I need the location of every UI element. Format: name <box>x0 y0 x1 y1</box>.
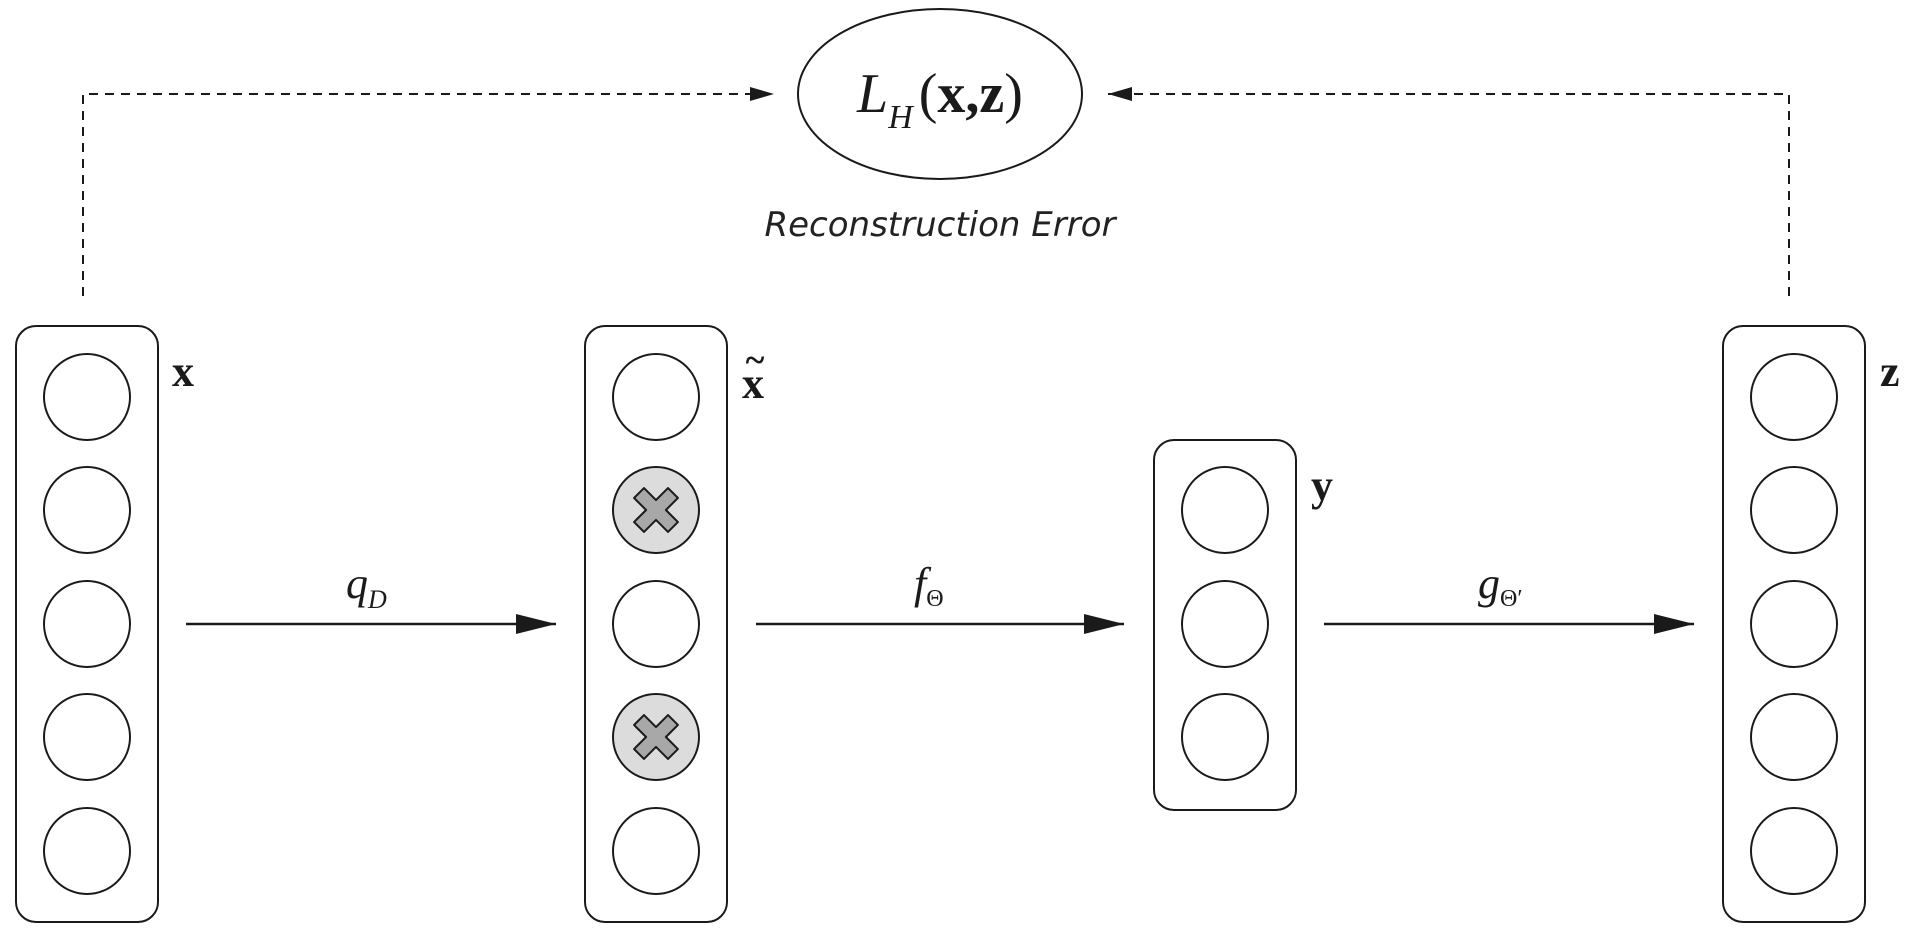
corrupted-layer-unit <box>612 580 700 668</box>
corrupted-layer-label: x <box>742 359 764 408</box>
hidden-unit <box>1181 580 1269 668</box>
encoder-label: fΘ <box>914 559 944 612</box>
input-unit <box>43 693 131 781</box>
input-to-loss-dashed-arrow <box>82 87 774 296</box>
loss-open-paren: ( <box>919 63 938 125</box>
hidden-unit <box>1181 466 1269 554</box>
output-unit <box>1750 580 1838 668</box>
output-unit <box>1750 807 1838 895</box>
decoder-label: gΘ′ <box>1478 559 1523 612</box>
input-layer-label: x <box>172 347 194 396</box>
corrupted-layer-unit <box>612 353 700 441</box>
corrupted-layer: x ~ <box>584 325 765 923</box>
corruption-label: qD <box>346 559 387 614</box>
loss-comma: , <box>965 63 979 125</box>
output-layer: z <box>1722 325 1900 923</box>
cross-icon <box>633 487 679 533</box>
cross-icon <box>633 714 679 760</box>
hidden-layer: y <box>1153 439 1333 811</box>
input-unit <box>43 353 131 441</box>
corrupted-layer-label-tilde: ~ <box>746 340 765 380</box>
input-unit <box>43 807 131 895</box>
loss-symbol: L <box>856 63 888 125</box>
input-unit <box>43 580 131 668</box>
output-unit <box>1750 353 1838 441</box>
input-layer: x <box>15 325 194 923</box>
loss-ellipse <box>797 8 1083 180</box>
corrupted-unit <box>612 693 700 781</box>
loss-formula: LH(x,z) <box>856 63 1023 136</box>
loss-close-paren: ) <box>1004 63 1023 125</box>
output-to-loss-dashed-arrow <box>1108 87 1790 296</box>
input-unit <box>43 466 131 554</box>
loss-arg-x: x <box>937 63 965 125</box>
loss-caption: Reconstruction Error <box>764 205 1117 245</box>
corrupted-layer-unit <box>612 807 700 895</box>
reconstruction-loss-node: LH(x,z) <box>797 8 1083 180</box>
loss-arg-z: z <box>979 63 1004 125</box>
hidden-unit <box>1181 693 1269 781</box>
loss-subscript: H <box>887 99 915 136</box>
output-unit <box>1750 693 1838 781</box>
hidden-layer-label: y <box>1311 461 1333 510</box>
output-unit <box>1750 466 1838 554</box>
corrupted-unit <box>612 466 700 554</box>
output-layer-label: z <box>1880 347 1900 396</box>
